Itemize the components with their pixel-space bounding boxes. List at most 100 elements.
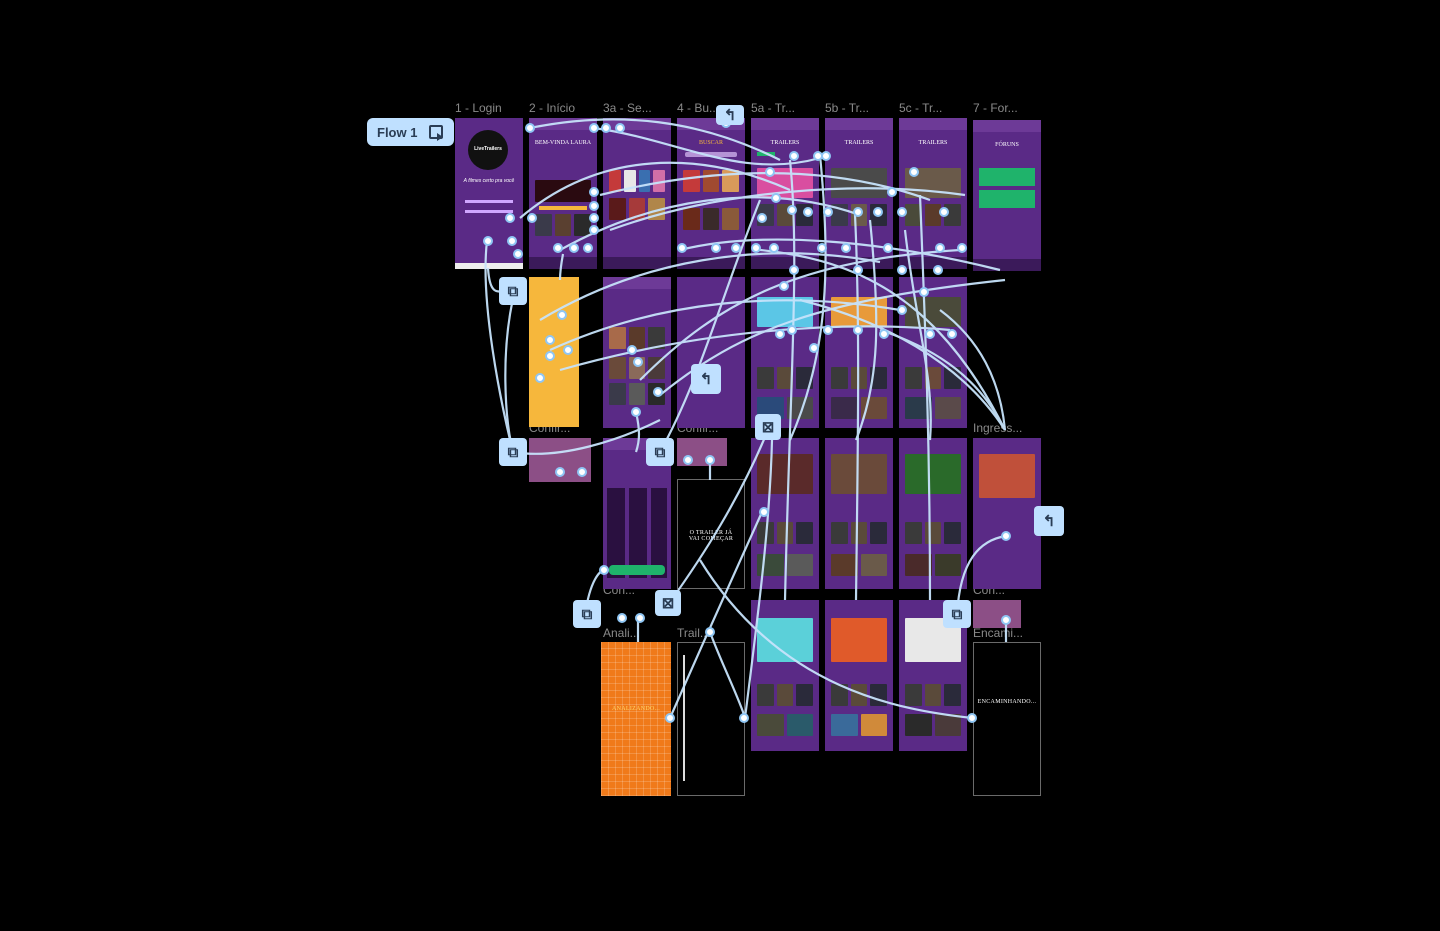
connection-node[interactable] (589, 213, 599, 223)
related-row[interactable] (831, 714, 887, 736)
flow-start-button[interactable]: Flow 1 (367, 118, 454, 146)
connection-node[interactable] (589, 123, 599, 133)
connection-node[interactable] (483, 236, 493, 246)
frame-lista[interactable] (603, 277, 671, 428)
forum-topic-2[interactable] (979, 190, 1035, 208)
bottom-nav[interactable] (751, 257, 819, 269)
connection-node[interactable] (601, 123, 611, 133)
connection-node[interactable] (615, 123, 625, 133)
frame-detalhe-5b[interactable] (825, 277, 893, 428)
overlay-open-icon[interactable]: ⧉ (943, 600, 971, 628)
connection-node[interactable] (731, 243, 741, 253)
connection-node[interactable] (635, 613, 645, 623)
frame-label-5c[interactable]: 5c - Tr... (899, 101, 942, 115)
frame-sinopse-5a[interactable] (751, 600, 819, 751)
frame-foruns[interactable]: FÓRUNS (973, 120, 1041, 271)
cta-button[interactable] (539, 206, 587, 210)
movie-poster[interactable] (905, 454, 961, 494)
connection-node[interactable] (779, 281, 789, 291)
connection-node[interactable] (1001, 615, 1011, 625)
result-row-2[interactable] (683, 208, 739, 230)
poster-row-1[interactable] (609, 170, 665, 192)
frame-label-analisando[interactable]: Anali... (603, 626, 640, 640)
connection-node[interactable] (769, 243, 779, 253)
frame-selecao[interactable] (603, 118, 671, 269)
password-field[interactable] (465, 210, 513, 213)
back-arrow-icon[interactable]: ↰ (691, 364, 721, 394)
connection-node[interactable] (759, 507, 769, 517)
connection-node[interactable] (821, 151, 831, 161)
related-row[interactable] (905, 714, 961, 736)
frame-label-encaminhando[interactable]: Encami... (973, 626, 1023, 640)
connection-node[interactable] (589, 225, 599, 235)
connection-node[interactable] (873, 207, 883, 217)
connection-node[interactable] (1001, 531, 1011, 541)
connection-node[interactable] (545, 335, 555, 345)
related-row[interactable] (905, 554, 961, 576)
connection-node[interactable] (967, 713, 977, 723)
frame-ingresso[interactable] (973, 438, 1041, 589)
overlay-open-icon[interactable]: ⧉ (646, 438, 674, 466)
cast-row[interactable] (757, 684, 813, 706)
frame-trailer-player[interactable] (677, 642, 745, 796)
connection-node[interactable] (683, 455, 693, 465)
connection-node[interactable] (853, 207, 863, 217)
frame-filme-5b[interactable] (825, 438, 893, 589)
list-row-1[interactable] (609, 327, 665, 349)
cast-row[interactable] (757, 522, 813, 544)
connection-node[interactable] (771, 193, 781, 203)
connection-node[interactable] (555, 467, 565, 477)
connection-node[interactable] (557, 310, 567, 320)
movie-poster[interactable] (831, 618, 887, 662)
frame-trailers-5a[interactable]: TRAILERS (751, 118, 819, 269)
connection-node[interactable] (935, 243, 945, 253)
movie-poster[interactable] (757, 618, 813, 662)
frame-label-5a[interactable]: 5a - Tr... (751, 101, 795, 115)
related-row[interactable] (757, 554, 813, 576)
connection-node[interactable] (787, 205, 797, 215)
bottom-nav[interactable] (529, 257, 597, 269)
connection-node[interactable] (919, 287, 929, 297)
connection-node[interactable] (505, 213, 515, 223)
frame-trailer-loading[interactable]: O TRAILER JÁ VAI COMEÇAR (677, 479, 745, 589)
frame-label-5b[interactable]: 5b - Tr... (825, 101, 869, 115)
connection-node[interactable] (897, 265, 907, 275)
connection-node[interactable] (583, 243, 593, 253)
cast-row[interactable] (905, 204, 961, 226)
frame-login[interactable]: LiveTrailers A filmes certo pra você (455, 118, 523, 269)
connection-node[interactable] (897, 207, 907, 217)
frame-filme-5c[interactable] (899, 438, 967, 589)
connection-node[interactable] (739, 713, 749, 723)
progress-track[interactable] (683, 655, 685, 781)
username-field[interactable] (465, 200, 513, 203)
bottom-nav[interactable] (603, 257, 671, 269)
connection-node[interactable] (677, 243, 687, 253)
genre-chip[interactable] (757, 152, 775, 156)
connection-node[interactable] (633, 357, 643, 367)
connection-node[interactable] (787, 325, 797, 335)
featured-trailer[interactable] (535, 180, 591, 202)
connection-node[interactable] (757, 213, 767, 223)
frame-detalhe-5a[interactable] (751, 277, 819, 428)
connection-node[interactable] (823, 325, 833, 335)
frame-label-foruns[interactable]: 7 - For... (973, 101, 1018, 115)
frame-encaminhando[interactable]: ENCAMINHANDO... (973, 642, 1041, 796)
frame-label-login[interactable]: 1 - Login (455, 101, 502, 115)
connection-node[interactable] (589, 187, 599, 197)
connection-node[interactable] (577, 467, 587, 477)
connection-node[interactable] (535, 373, 545, 383)
connection-node[interactable] (545, 351, 555, 361)
connection-node[interactable] (553, 243, 563, 253)
connection-node[interactable] (751, 243, 761, 253)
close-overlay-icon[interactable]: ⊠ (755, 414, 781, 440)
related-row[interactable] (831, 554, 887, 576)
overlay-open-icon[interactable]: ⧉ (499, 438, 527, 466)
cast-row[interactable] (905, 684, 961, 706)
connection-node[interactable] (789, 151, 799, 161)
cast-row[interactable] (905, 522, 961, 544)
overlay-open-icon[interactable]: ⧉ (573, 600, 601, 628)
overlay-open-icon[interactable]: ⧉ (499, 277, 527, 305)
connection-node[interactable] (513, 249, 523, 259)
trailer-player[interactable] (831, 168, 887, 198)
